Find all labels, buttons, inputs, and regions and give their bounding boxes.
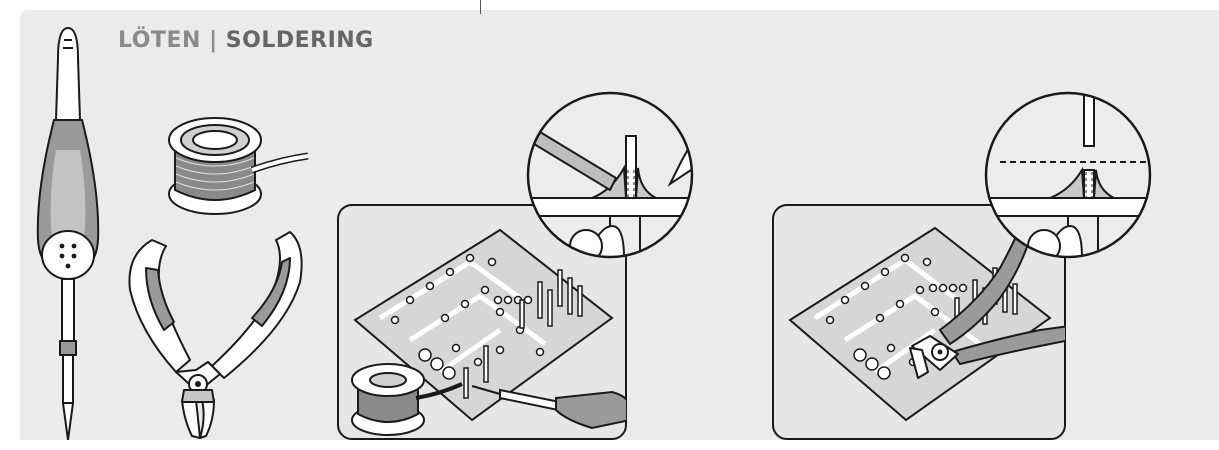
trim-step-scene	[772, 204, 1066, 440]
trim-lead-magnifier	[984, 91, 1152, 259]
side-cutter-pliers-icon	[128, 231, 303, 439]
solder-spool-icon	[168, 117, 309, 215]
solder-joint-magnifier	[526, 91, 694, 259]
title-german: LÖTEN	[118, 28, 201, 53]
bottom-strip	[20, 440, 1219, 450]
solder-step-scene	[337, 204, 627, 440]
title-separator: |	[209, 28, 218, 53]
divider-tick	[480, 0, 481, 14]
soldering-iron-icon	[36, 27, 100, 441]
page-title: LÖTEN | SOLDERING	[118, 28, 374, 53]
title-english: SOLDERING	[225, 28, 374, 53]
